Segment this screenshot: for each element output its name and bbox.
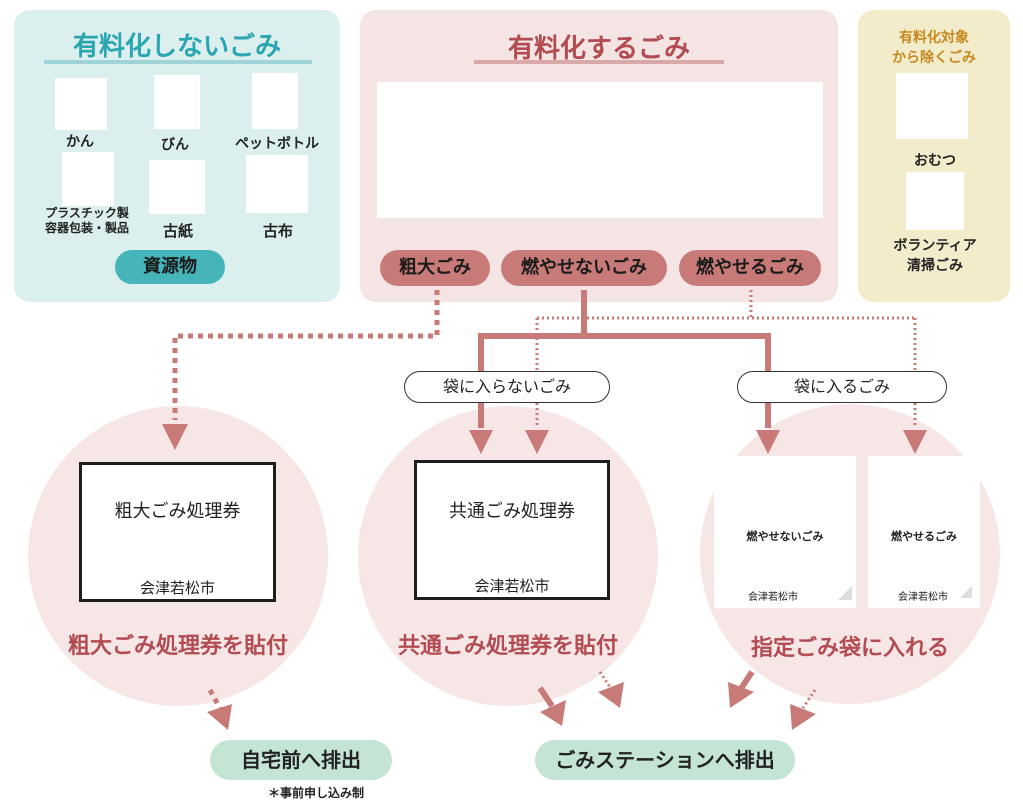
item-label-plastic: プラスチック製 容器包装・製品 <box>44 206 129 235</box>
item-image-bottle <box>154 75 200 129</box>
excluded-title: 有料化対象 から除くごみ <box>892 30 976 66</box>
item-label-bottle: びん <box>161 137 189 153</box>
bag-non-burnable-city: 会津若松市 <box>748 592 798 603</box>
charged-image-area <box>377 82 823 218</box>
not-in-bag-pill: 袋に入らないごみ <box>404 371 610 403</box>
item-label-paper: 古紙 <box>162 222 193 240</box>
item-image-paper <box>149 160 205 214</box>
bag-caption: 指定ごみ袋に入れる <box>750 636 949 661</box>
item-label-cloth: 古布 <box>262 222 293 240</box>
bag-burnable-name: 燃やせるごみ <box>891 530 957 543</box>
excluded-image-volunteer <box>906 172 964 230</box>
common-caption: 共通ごみ処理券を貼付 <box>397 634 618 659</box>
common-ticket-name: 共通ごみ処理券 <box>449 501 575 522</box>
large-caption: 粗大ごみ処理券を貼付 <box>67 634 288 659</box>
bag-burnable: 燃やせるごみ 会津若松市 <box>868 456 980 608</box>
resources-pill: 資源物 <box>115 250 225 284</box>
bag-corner-fold <box>838 586 852 600</box>
bag-non-burnable: 燃やせないごみ 会津若松市 <box>714 456 856 608</box>
excluded-label-volunteer: ボランティア 清掃ごみ <box>893 238 977 274</box>
common-ticket-city: 会津若松市 <box>474 577 550 595</box>
bag-burnable-city: 会津若松市 <box>898 592 948 603</box>
category-non-burnable: 燃やせないごみ <box>501 250 667 286</box>
not-charged-title: 有料化しないごみ <box>72 32 281 62</box>
home-destination-pill: 自宅前へ排出 <box>210 740 392 780</box>
category-large: 粗大ごみ <box>380 250 490 286</box>
item-image-cloth <box>246 155 308 213</box>
charged-title-underline <box>474 60 724 64</box>
excluded-label-diaper: おむつ <box>914 153 956 169</box>
item-label-can: かん <box>66 134 94 150</box>
large-ticket-name: 粗大ごみ処理券 <box>114 501 241 522</box>
excluded-image-diaper <box>896 73 968 139</box>
item-label-pet: ペットボトル <box>235 136 319 152</box>
charged-title: 有料化するごみ <box>507 34 690 64</box>
advance-booking-note: ＊事前申し込み制 <box>268 786 365 800</box>
station-destination-pill: ごみステーションへ排出 <box>535 740 795 780</box>
bag-corner-fold <box>960 586 972 598</box>
item-image-can <box>55 78 107 130</box>
bag-non-burnable-name: 燃やせないごみ <box>746 530 824 543</box>
excluded-panel <box>858 10 1010 302</box>
in-bag-pill: 袋に入るごみ <box>737 371 947 403</box>
item-image-pet <box>252 73 298 129</box>
item-image-plastic <box>62 152 114 206</box>
not-charged-title-underline <box>44 60 312 64</box>
category-burnable: 燃やせるごみ <box>679 250 821 286</box>
large-ticket-city: 会津若松市 <box>139 579 215 597</box>
large-ticket: 粗大ごみ処理券 会津若松市 <box>79 462 276 602</box>
common-ticket: 共通ごみ処理券 会津若松市 <box>414 460 610 600</box>
